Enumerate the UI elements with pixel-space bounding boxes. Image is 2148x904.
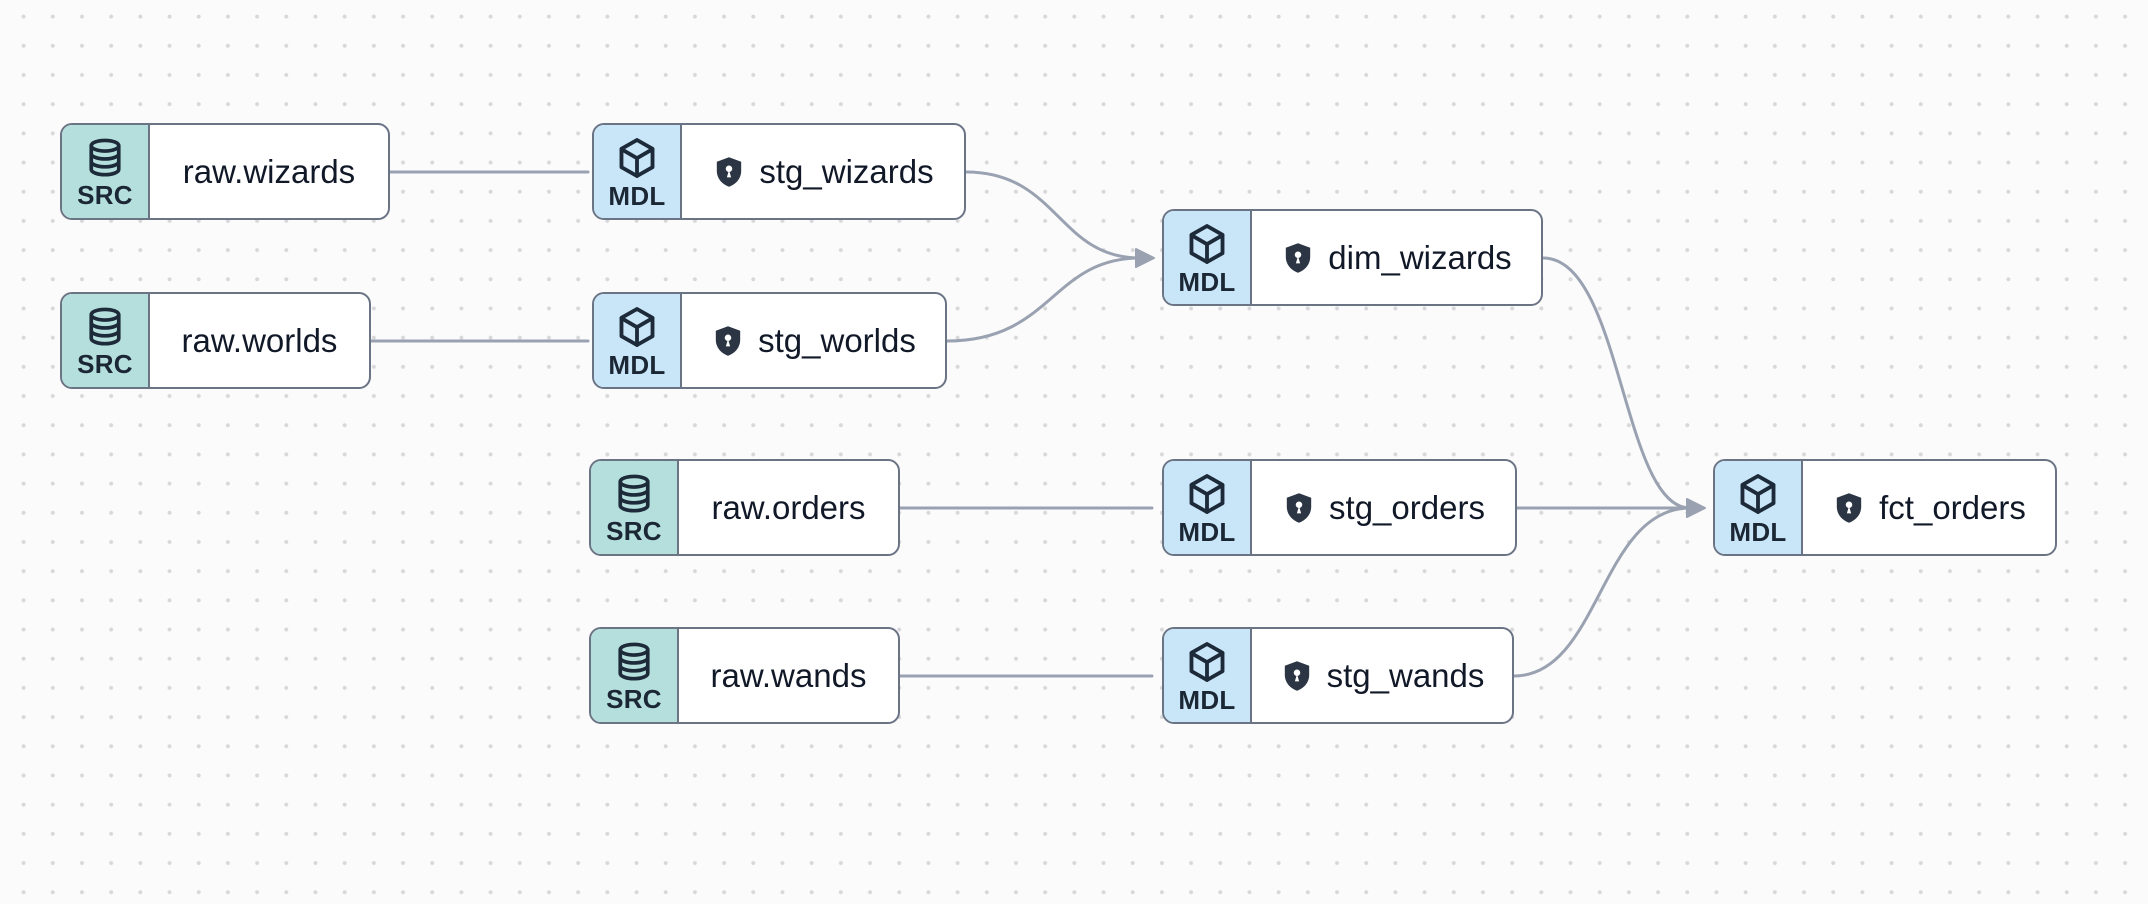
node-type-badge: SRC xyxy=(62,294,150,387)
node-type-label: SRC xyxy=(606,683,662,714)
node-label: fct_orders xyxy=(1879,489,2026,526)
shield-lock-icon xyxy=(711,324,745,358)
shield-lock-icon xyxy=(1280,659,1314,693)
arrowhead-into-dim_wizards xyxy=(1135,248,1155,268)
cube-icon xyxy=(1735,471,1781,517)
node-body: raw.worlds xyxy=(150,294,369,387)
lineage-node-dim_wizards[interactable]: MDL dim_wizards xyxy=(1162,209,1543,306)
lineage-node-stg_worlds[interactable]: MDL stg_worlds xyxy=(592,292,947,389)
lineage-node-stg_wands[interactable]: MDL stg_wands xyxy=(1162,627,1514,724)
shield-lock-icon xyxy=(1832,491,1866,525)
lineage-node-raw_wizards[interactable]: SRC raw.wizards xyxy=(60,123,390,220)
cube-icon xyxy=(1184,639,1230,685)
lineage-node-raw_orders[interactable]: SRC raw.orders xyxy=(589,459,900,556)
node-label: stg_wands xyxy=(1326,657,1485,694)
cube-icon xyxy=(614,135,660,181)
node-body: stg_worlds xyxy=(682,294,945,387)
node-label: stg_worlds xyxy=(758,322,916,359)
edge-stg_worlds-to-dim_wizards xyxy=(945,256,1142,343)
node-type-badge: MDL xyxy=(1164,629,1252,722)
node-body: dim_wizards xyxy=(1252,211,1541,304)
cube-icon xyxy=(614,304,660,350)
cube-icon xyxy=(1184,221,1230,267)
node-type-badge: SRC xyxy=(591,629,679,722)
lineage-node-fct_orders[interactable]: MDL fct_orders xyxy=(1713,459,2057,556)
node-label: stg_wizards xyxy=(759,153,934,190)
node-label: stg_orders xyxy=(1329,489,1485,526)
node-body: raw.wands xyxy=(679,629,898,722)
database-icon xyxy=(612,472,656,516)
node-label: raw.wizards xyxy=(182,153,356,190)
database-icon xyxy=(83,136,127,180)
node-type-badge: MDL xyxy=(1715,461,1803,554)
node-body: raw.wizards xyxy=(150,125,388,218)
edge-stg_wizards-to-dim_wizards xyxy=(964,170,1142,260)
node-body: raw.orders xyxy=(679,461,898,554)
lineage-node-raw_wands[interactable]: SRC raw.wands xyxy=(589,627,900,724)
node-type-label: MDL xyxy=(1178,266,1236,297)
node-type-label: MDL xyxy=(608,180,666,211)
shield-lock-icon xyxy=(1281,241,1315,275)
node-type-label: MDL xyxy=(1178,516,1236,547)
lineage-node-stg_wizards[interactable]: MDL stg_wizards xyxy=(592,123,966,220)
node-body: stg_wizards xyxy=(682,125,964,218)
node-type-label: SRC xyxy=(77,348,133,379)
arrowhead-into-fct_orders xyxy=(1686,498,1706,518)
node-body: fct_orders xyxy=(1803,461,2055,554)
node-label: dim_wizards xyxy=(1328,239,1512,276)
node-type-label: SRC xyxy=(77,179,133,210)
database-icon xyxy=(83,305,127,349)
node-type-badge: MDL xyxy=(1164,461,1252,554)
node-body: stg_orders xyxy=(1252,461,1515,554)
node-type-label: MDL xyxy=(1729,516,1787,547)
node-body: stg_wands xyxy=(1252,629,1512,722)
node-type-label: MDL xyxy=(1178,684,1236,715)
node-type-badge: SRC xyxy=(591,461,679,554)
lineage-node-raw_worlds[interactable]: SRC raw.worlds xyxy=(60,292,371,389)
shield-lock-icon xyxy=(1282,491,1316,525)
database-icon xyxy=(612,640,656,684)
node-type-badge: MDL xyxy=(594,294,682,387)
node-label: raw.orders xyxy=(711,489,866,526)
edge-stg_wands-to-fct_orders xyxy=(1512,506,1692,678)
cube-icon xyxy=(1184,471,1230,517)
lineage-node-stg_orders[interactable]: MDL stg_orders xyxy=(1162,459,1517,556)
shield-lock-icon xyxy=(712,155,746,189)
edge-dim_wizards-to-fct_orders xyxy=(1541,256,1692,510)
node-type-badge: MDL xyxy=(1164,211,1252,304)
node-label: raw.worlds xyxy=(181,322,338,359)
node-type-badge: MDL xyxy=(594,125,682,218)
node-type-badge: SRC xyxy=(62,125,150,218)
node-label: raw.wands xyxy=(710,657,867,694)
node-type-label: SRC xyxy=(606,515,662,546)
node-type-label: MDL xyxy=(608,349,666,380)
